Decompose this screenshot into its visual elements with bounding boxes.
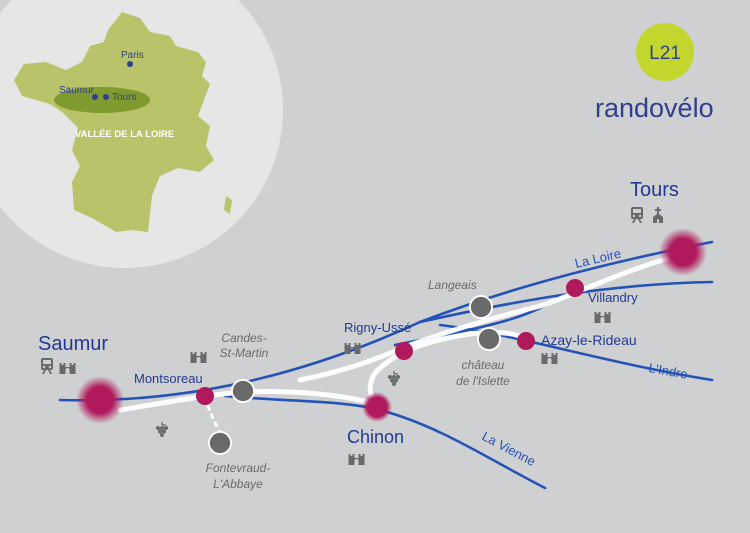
france-outline — [14, 12, 214, 232]
saumur-dot — [92, 94, 98, 100]
label-azay-le-rideau: Azay-le-Rideau — [541, 332, 637, 348]
villandry-dot — [566, 279, 584, 297]
label-tours: Tours — [630, 179, 679, 201]
bike-route-loop — [367, 329, 531, 407]
place-labels: Candes- St-Martin Langeais château de l'… — [206, 278, 511, 491]
azay-dot — [517, 332, 535, 350]
label-fontevraud-line2: L'Abbaye — [213, 477, 263, 491]
label-villandry: Villandry — [588, 290, 638, 305]
bike-route-north — [297, 283, 595, 383]
brand: L21 randovélo — [595, 23, 714, 123]
rigny-usse-dot — [395, 342, 413, 360]
town-dots — [76, 228, 707, 424]
label-montsoreau: Montsoreau — [134, 371, 203, 386]
loire-valley-region — [54, 87, 150, 113]
label-fontevraud-line1: Fontevraud- — [206, 461, 271, 475]
label-rigny-usse: Rigny-Ussé — [344, 320, 411, 335]
route-badge-label: L21 — [649, 43, 681, 64]
label-islette-line1: château — [462, 358, 505, 372]
label-candes-line2: St-Martin — [220, 346, 269, 360]
indre-line — [438, 323, 714, 382]
label-langeais: Langeais — [428, 278, 477, 292]
inset-map: Paris Saumur Tours VALLÉE DE LA LOIRE — [0, 0, 283, 268]
inset-region-label: VALLÉE DE LA LOIRE — [75, 129, 174, 140]
brand-name: randovélo — [595, 93, 714, 123]
tours-dot-big — [659, 228, 707, 276]
chinon-dot — [362, 392, 392, 422]
inset-label-saumur: Saumur — [59, 85, 95, 96]
label-candes-line1: Candes- — [221, 331, 266, 345]
town-labels: Saumur Tours Chinon Montsoreau Rigny-Uss… — [38, 179, 679, 447]
inset-label-tours: Tours — [112, 92, 136, 103]
label-l-indre: L'Indre — [647, 360, 688, 382]
label-islette-line2: de l'Islette — [456, 374, 510, 388]
corsica — [224, 196, 232, 214]
paris-dot — [127, 61, 133, 67]
montsoreau-dot — [196, 387, 214, 405]
label-saumur: Saumur — [38, 333, 108, 355]
route-badge — [636, 23, 694, 81]
tours-dot — [103, 94, 109, 100]
saumur-dot-big — [76, 376, 124, 424]
label-chinon: Chinon — [347, 427, 404, 447]
inset-label-paris: Paris — [121, 50, 144, 61]
